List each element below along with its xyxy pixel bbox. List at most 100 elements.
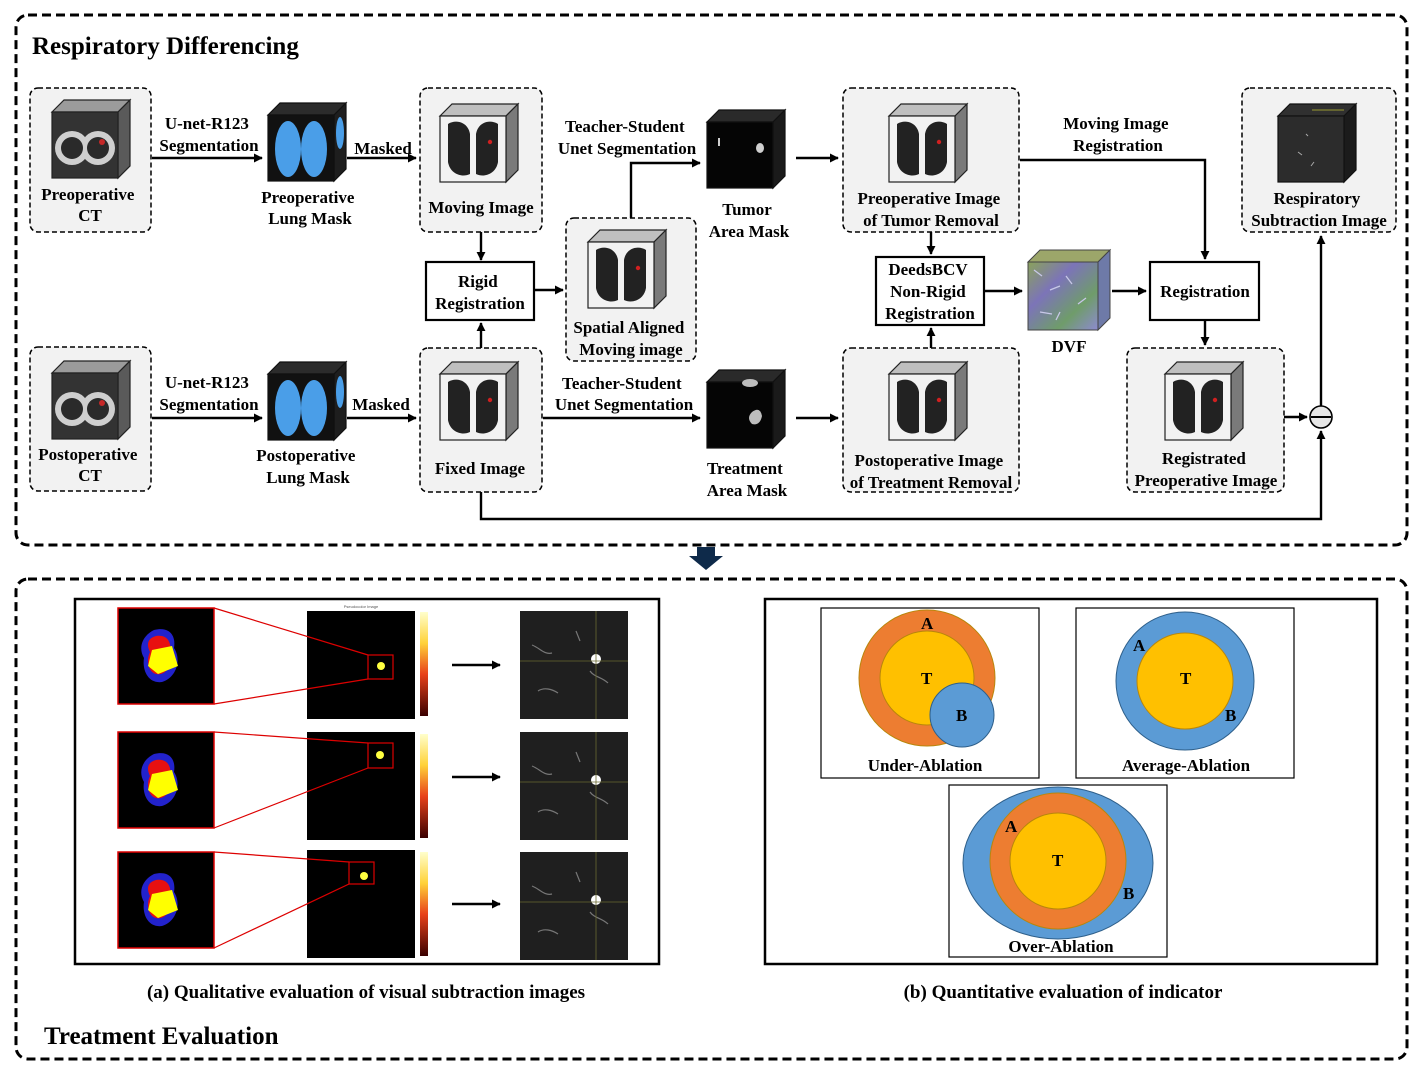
preop-lung-mask-label-1: Preoperative [261,188,355,207]
panel-a-caption: (a) Qualitative evaluation of visual sub… [147,982,585,1003]
seg-bottom-label-2: Segmentation [159,395,259,414]
svg-text:Rigid Registration: Rigid Registration [435,272,525,313]
subtraction-operator [1309,405,1333,429]
under-ablation-case: A T B Under-Ablation [820,607,1040,779]
subtraction-image-label-2: Subtraction Image [1251,211,1387,230]
registration-label: Registration [1160,282,1250,301]
dvf-cube [1026,248,1112,332]
svg-text:Teacher-Student Unet Segme: Teacher-Student Unet Segmentation [555,374,694,414]
average-letter-b: B [1225,706,1236,725]
under-letter-a: A [921,614,934,633]
svg-text:Respiratory Subtraction Im: Respiratory Subtraction Image [1251,189,1387,230]
moving-reg-label-1: Moving Image [1063,114,1169,133]
deeds-label-1: DeedsBCV [888,260,968,279]
registrated-preop-label-2: Preoperative Image [1135,471,1278,490]
treatment-mask-label-1: Treatment [707,459,783,478]
under-letter-b: B [956,706,967,725]
postop-ct-label-1: Postoperative [38,445,138,464]
svg-text:Preoperative Lung Mask: Preoperative Lung Mask [261,188,358,228]
preop-lung-mask-label-2: Lung Mask [268,209,352,228]
registration-box [1148,260,1261,322]
treatment-mask-label-2: Area Mask [707,481,788,500]
svg-text:Postoperative Image of Tre: Postoperative Image of Treatment Removal [850,451,1013,492]
dvf-label: DVF [1052,337,1087,356]
postop-lung-mask-image [267,361,347,441]
svg-text:Teacher-Student Unet Segme: Teacher-Student Unet Segmentation [558,117,697,158]
deeds-label-2: Non-Rigid [890,282,966,301]
tumor-mask-label-1: Tumor [722,200,772,219]
over-letter-a: A [1005,817,1018,836]
pipeline-arrows [152,153,1326,521]
tumor-mask-label-2: Area Mask [709,222,790,241]
preop-tumor-removal-label-1: Preoperative Image [858,189,1001,208]
preop-tumor-removal-label-2: of Tumor Removal [863,211,999,230]
preop-ct-label-1: Preoperative [41,185,135,204]
masked-top-label: Masked [354,139,412,158]
under-ablation-label: Under-Ablation [868,756,983,775]
masked-bottom-label: Masked [352,395,410,414]
seg-bottom-label-1: U-net-R123 [165,373,249,392]
preop-lung-mask-image [267,102,347,182]
ts-top-label-2: Unet Segmentation [558,139,697,158]
svg-text:Registrated Preoperative I: Registrated Preoperative Image [1135,449,1278,490]
postop-ct-label-2: CT [78,466,102,485]
section-title-treatment: Treatment Evaluation [44,1023,279,1050]
preop-tumor-removal-cube [888,103,968,183]
svg-text:Preoperative Image of Tumo: Preoperative Image of Tumor Removal [858,189,1005,230]
postop-treatment-removal-label-1: Postoperative Image [855,451,1004,470]
moving-image-cube [439,103,519,183]
over-ablation-case: A T B Over-Ablation [948,784,1168,958]
svg-text:Moving Image Registration: Moving Image Registration [1063,114,1173,155]
postop-lung-mask-label-1: Postoperative [256,446,356,465]
postop-lung-mask-label-2: Lung Mask [266,468,350,487]
section-transition-arrow [689,547,723,570]
panel-a-row-3 [117,850,629,961]
section-respiratory-differencing [14,13,1409,547]
moving-reg-label-2: Registration [1073,136,1163,155]
ts-bottom-label-1: Teacher-Student [562,374,682,393]
section-treatment-evaluation [14,577,1409,1061]
subtraction-image-label-1: Respiratory [1273,189,1360,208]
treatment-mask-image [706,369,786,449]
seg-top-label-2: Segmentation [159,136,259,155]
tumor-mask-image [706,109,786,189]
svg-text:Preoperative CT: Preoperative CT [41,185,138,225]
spatial-aligned-cube [587,229,667,309]
registrated-preop-cube [1164,361,1244,441]
panel-a-row-2 [117,731,629,841]
svg-text:Treatment Area Mask: Treatment Area Mask [707,459,788,500]
section-title-respiratory: Respiratory Differencing [32,33,299,60]
preop-ct-image [51,99,131,179]
postop-treatment-removal-cube [888,361,968,441]
svg-text:Postoperative CT: Postoperative CT [38,445,141,485]
svg-text:U-net-R123 Segmentation: U-net-R123 Segmentation [159,114,259,155]
over-ablation-label: Over-Ablation [1008,937,1114,956]
panel-a-row-1: Pseudocolor Image [117,604,629,720]
spatial-aligned-label-1: Spatial Aligned [573,318,685,337]
average-letter-t: T [1180,669,1192,688]
over-letter-t: T [1052,851,1064,870]
fixed-image-cube [439,361,519,441]
average-ablation-case: A T B Average-Ablation [1075,607,1295,779]
svg-text:Tumor Area Mask: Tumor Area Mask [709,200,790,241]
plot-title: Pseudocolor Image [344,604,379,609]
subtraction-image-cube [1277,103,1357,183]
ts-top-label-1: Teacher-Student [565,117,685,136]
rigid-registration-label-1: Rigid [458,272,498,291]
svg-text:U-net-R123 Segmentation: U-net-R123 Segmentation [159,373,259,414]
svg-text:DeedsBCV Non-Rigid Reg: DeedsBCV Non-Rigid Registration [885,260,975,323]
ts-bottom-label-2: Unet Segmentation [555,395,694,414]
svg-text:Spatial Aligned Moving ima: Spatial Aligned Moving image [573,318,688,359]
average-letter-a: A [1133,636,1146,655]
moving-image-label: Moving Image [428,198,534,217]
preop-ct-label-2: CT [78,206,102,225]
spatial-aligned-label-2: Moving image [579,340,683,359]
panel-b-caption: (b) Quantitative evaluation of indicator [904,982,1223,1003]
over-letter-b: B [1123,884,1134,903]
rigid-registration-label-2: Registration [435,294,525,313]
postop-ct-image [51,360,131,440]
under-letter-t: T [921,669,933,688]
average-ablation-label: Average-Ablation [1122,756,1251,775]
registrated-preop-label-1: Registrated [1162,449,1247,468]
